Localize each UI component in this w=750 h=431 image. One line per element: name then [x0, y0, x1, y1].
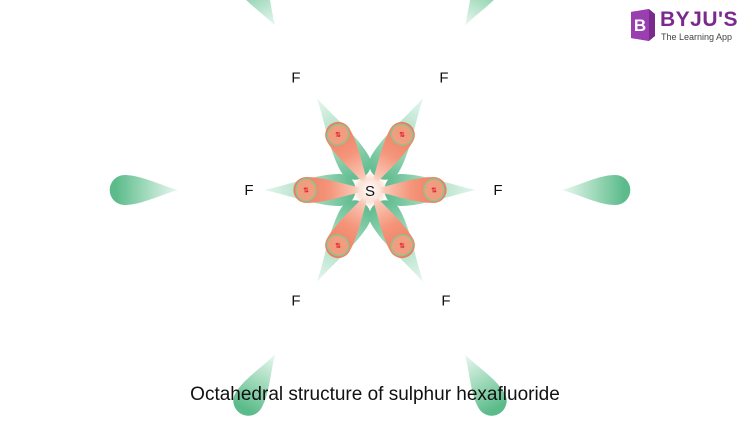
fluorine-atom-label: F [244, 182, 253, 199]
fluorine-atom-label: F [493, 182, 502, 199]
electron-pair-arrows: ⇅ [303, 187, 309, 195]
fluorine-outer-lobe [465, 0, 507, 26]
fluorine-outer-lobe [465, 354, 507, 416]
sulfur-core-glow [353, 173, 387, 207]
fluorine-outer-lobe [233, 0, 275, 26]
orbital-overlaps: ⇅ ⇅ ⇅ ⇅ ⇅ ⇅ [295, 123, 445, 257]
fluorine-labels: F F F F F F [244, 70, 502, 310]
electron-pair-arrows: ⇅ [399, 242, 405, 250]
electron-pair-arrows: ⇅ [399, 131, 405, 139]
brand-logo: B BYJU'S The Learning App [627, 8, 742, 45]
brand-tagline: The Learning App [661, 32, 733, 42]
bond-overlap [326, 234, 350, 257]
bond-overlap [423, 178, 445, 202]
fluorine-atom-label: F [291, 292, 300, 309]
central-atom-label: S [365, 183, 375, 200]
electron-pair-arrows: ⇅ [335, 242, 341, 250]
figure-caption: Octahedral structure of sulphur hexafluo… [190, 384, 560, 405]
fluorine-atom-label: F [439, 70, 448, 87]
fluorine-outer-lobe [109, 175, 178, 205]
orbital-lobes [109, 0, 631, 416]
electron-pair-arrows: ⇅ [335, 131, 341, 139]
bond-overlap [326, 123, 350, 146]
electron-pair-arrows: ⇅ [431, 187, 437, 195]
fluorine-atom-label: F [441, 292, 450, 309]
brand-badge-icon: B [631, 9, 655, 41]
bond-overlap [390, 123, 414, 146]
fluorine-atom-label: F [291, 70, 300, 87]
bond-overlap [390, 234, 414, 257]
bond-overlap [295, 178, 317, 202]
fluorine-outer-lobe [233, 354, 275, 416]
brand-name: BYJU'S [660, 8, 739, 31]
fluorine-outer-lobe [562, 175, 631, 205]
svg-text:B: B [634, 16, 646, 35]
